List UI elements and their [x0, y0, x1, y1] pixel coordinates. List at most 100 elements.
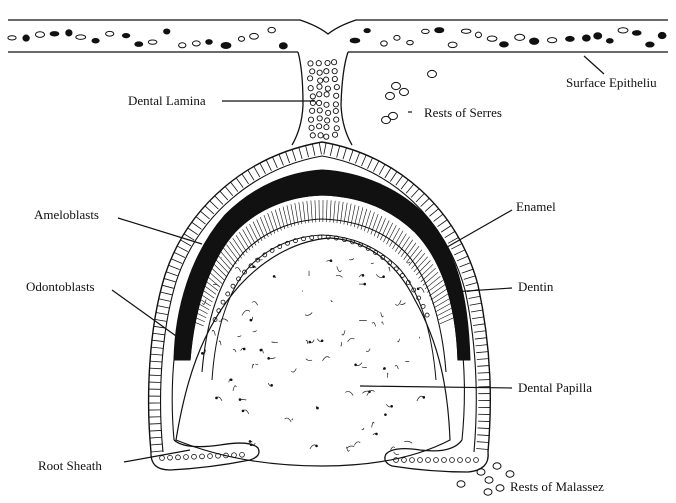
epithelial-cell-boundary [157, 306, 169, 308]
epithelial-cell-boundary [477, 442, 489, 443]
dentin-tubule [374, 216, 382, 236]
epithelial-cell-boundary [324, 143, 326, 155]
dentin-tubule [291, 204, 295, 225]
epithelial-cell-boundary [225, 186, 233, 195]
lamina-cell [324, 125, 329, 130]
epithelial-cell-boundary [210, 201, 219, 209]
malassez-cell [457, 481, 465, 487]
lamina-cell [308, 117, 313, 122]
epithelial-cell-boundary [153, 333, 165, 335]
epithelium-cell [475, 32, 481, 37]
lamina-cell [333, 108, 338, 113]
epithelial-cell-boundary [379, 164, 385, 174]
lamina-cell [332, 69, 337, 74]
papilla-fiber [253, 331, 257, 332]
epithelium-cell [487, 36, 497, 41]
papilla-cell [270, 384, 273, 387]
papilla-fiber [252, 364, 254, 368]
papilla-fiber [336, 275, 343, 277]
papilla-cell [249, 440, 252, 443]
papilla-cell [315, 445, 318, 448]
papilla-fiber [407, 262, 410, 263]
papilla-fiber [349, 259, 354, 260]
epithelial-cell-boundary [150, 444, 162, 445]
epithelial-cell-boundary [462, 269, 473, 273]
epithelial-cell-boundary [421, 198, 430, 206]
lamina-cell [325, 118, 330, 123]
epithelial-cell-boundary [164, 278, 176, 281]
dental-papilla [176, 238, 450, 466]
root-sheath-cell [232, 453, 237, 458]
epithelial-cell-boundary [470, 303, 482, 305]
papilla-fiber [348, 338, 355, 342]
epithelial-cell-boundary [441, 225, 451, 232]
dentin-tubule [212, 262, 226, 276]
papilla-cell [390, 405, 393, 408]
epithelial-cell-boundary [425, 203, 434, 211]
root-sheath-cell [402, 458, 407, 463]
lamina-cell [334, 117, 339, 122]
epithelial-cell-boundary [150, 368, 162, 369]
epithelium-cell [135, 42, 143, 47]
epithelium-cell [279, 43, 287, 49]
papilla-cell [252, 265, 255, 268]
serres-cell [392, 82, 401, 89]
lamina-cell [334, 85, 339, 90]
epithelium-cell [515, 34, 525, 40]
epithelium-cell [122, 34, 129, 38]
root-sheath-cell [474, 458, 479, 463]
papilla-fiber [395, 365, 398, 369]
dentin-tubule [299, 202, 302, 224]
label-enamel: Enamel [516, 199, 556, 214]
dentin-tubule [432, 293, 449, 304]
epithelial-cell-boundary [466, 283, 478, 286]
epithelial-cell-boundary [429, 209, 438, 217]
epithelium-cell [268, 27, 275, 32]
label-rests-of-serres: Rests of Serres [424, 105, 502, 120]
root-sheath [151, 440, 488, 472]
root-sheath-cell [160, 456, 165, 461]
epithelial-cell-boundary [349, 150, 353, 161]
epithelium-cell [179, 43, 186, 48]
papilla-cell [417, 287, 420, 290]
label-surface-epithelium: Surface Epitheliu [566, 75, 657, 90]
papilla-cell [321, 339, 324, 342]
papilla-fiber [372, 422, 374, 427]
epithelial-cell-boundary [236, 178, 243, 188]
epithelium-cell [658, 32, 666, 38]
epithelial-cell-boundary [306, 146, 309, 158]
epithelial-cell-boundary [471, 310, 483, 312]
papilla-fiber [345, 391, 353, 395]
dentin-tubule [395, 234, 406, 252]
papilla-fiber [242, 310, 250, 315]
epithelial-cell-boundary [299, 147, 302, 159]
papilla-cell [267, 357, 270, 360]
epithelial-cell-boundary [177, 246, 188, 252]
epithelium-cell [238, 36, 244, 41]
papilla-cell [422, 396, 425, 399]
lamina-cell [308, 86, 313, 91]
epithelial-cell-boundary [155, 319, 167, 321]
epithelium-cell [594, 33, 602, 39]
epithelium-cell [422, 29, 430, 33]
dentin-tubule [218, 255, 232, 270]
dentin-tubule [377, 218, 385, 238]
epithelial-cell-boundary [477, 435, 489, 436]
papilla-fiber [285, 418, 291, 422]
epithelial-cell-boundary [151, 347, 163, 348]
lamina-cell [326, 110, 331, 115]
papilla-cell [243, 348, 246, 351]
lamina-cell [324, 134, 329, 139]
epithelial-cell-boundary [159, 299, 171, 302]
surface-epithelium-band [8, 20, 668, 52]
papilla-fiber [394, 452, 400, 455]
epithelium-cell [606, 39, 613, 43]
dentin-tubule [427, 280, 443, 292]
papilla-fiber [213, 284, 219, 286]
lamina-cell [324, 92, 329, 97]
lamina-cell [309, 125, 314, 130]
epithelial-cell-boundary [390, 172, 397, 182]
dentin-tubule [390, 228, 400, 247]
papilla-fiber [346, 446, 354, 449]
papilla-cell [230, 378, 233, 381]
